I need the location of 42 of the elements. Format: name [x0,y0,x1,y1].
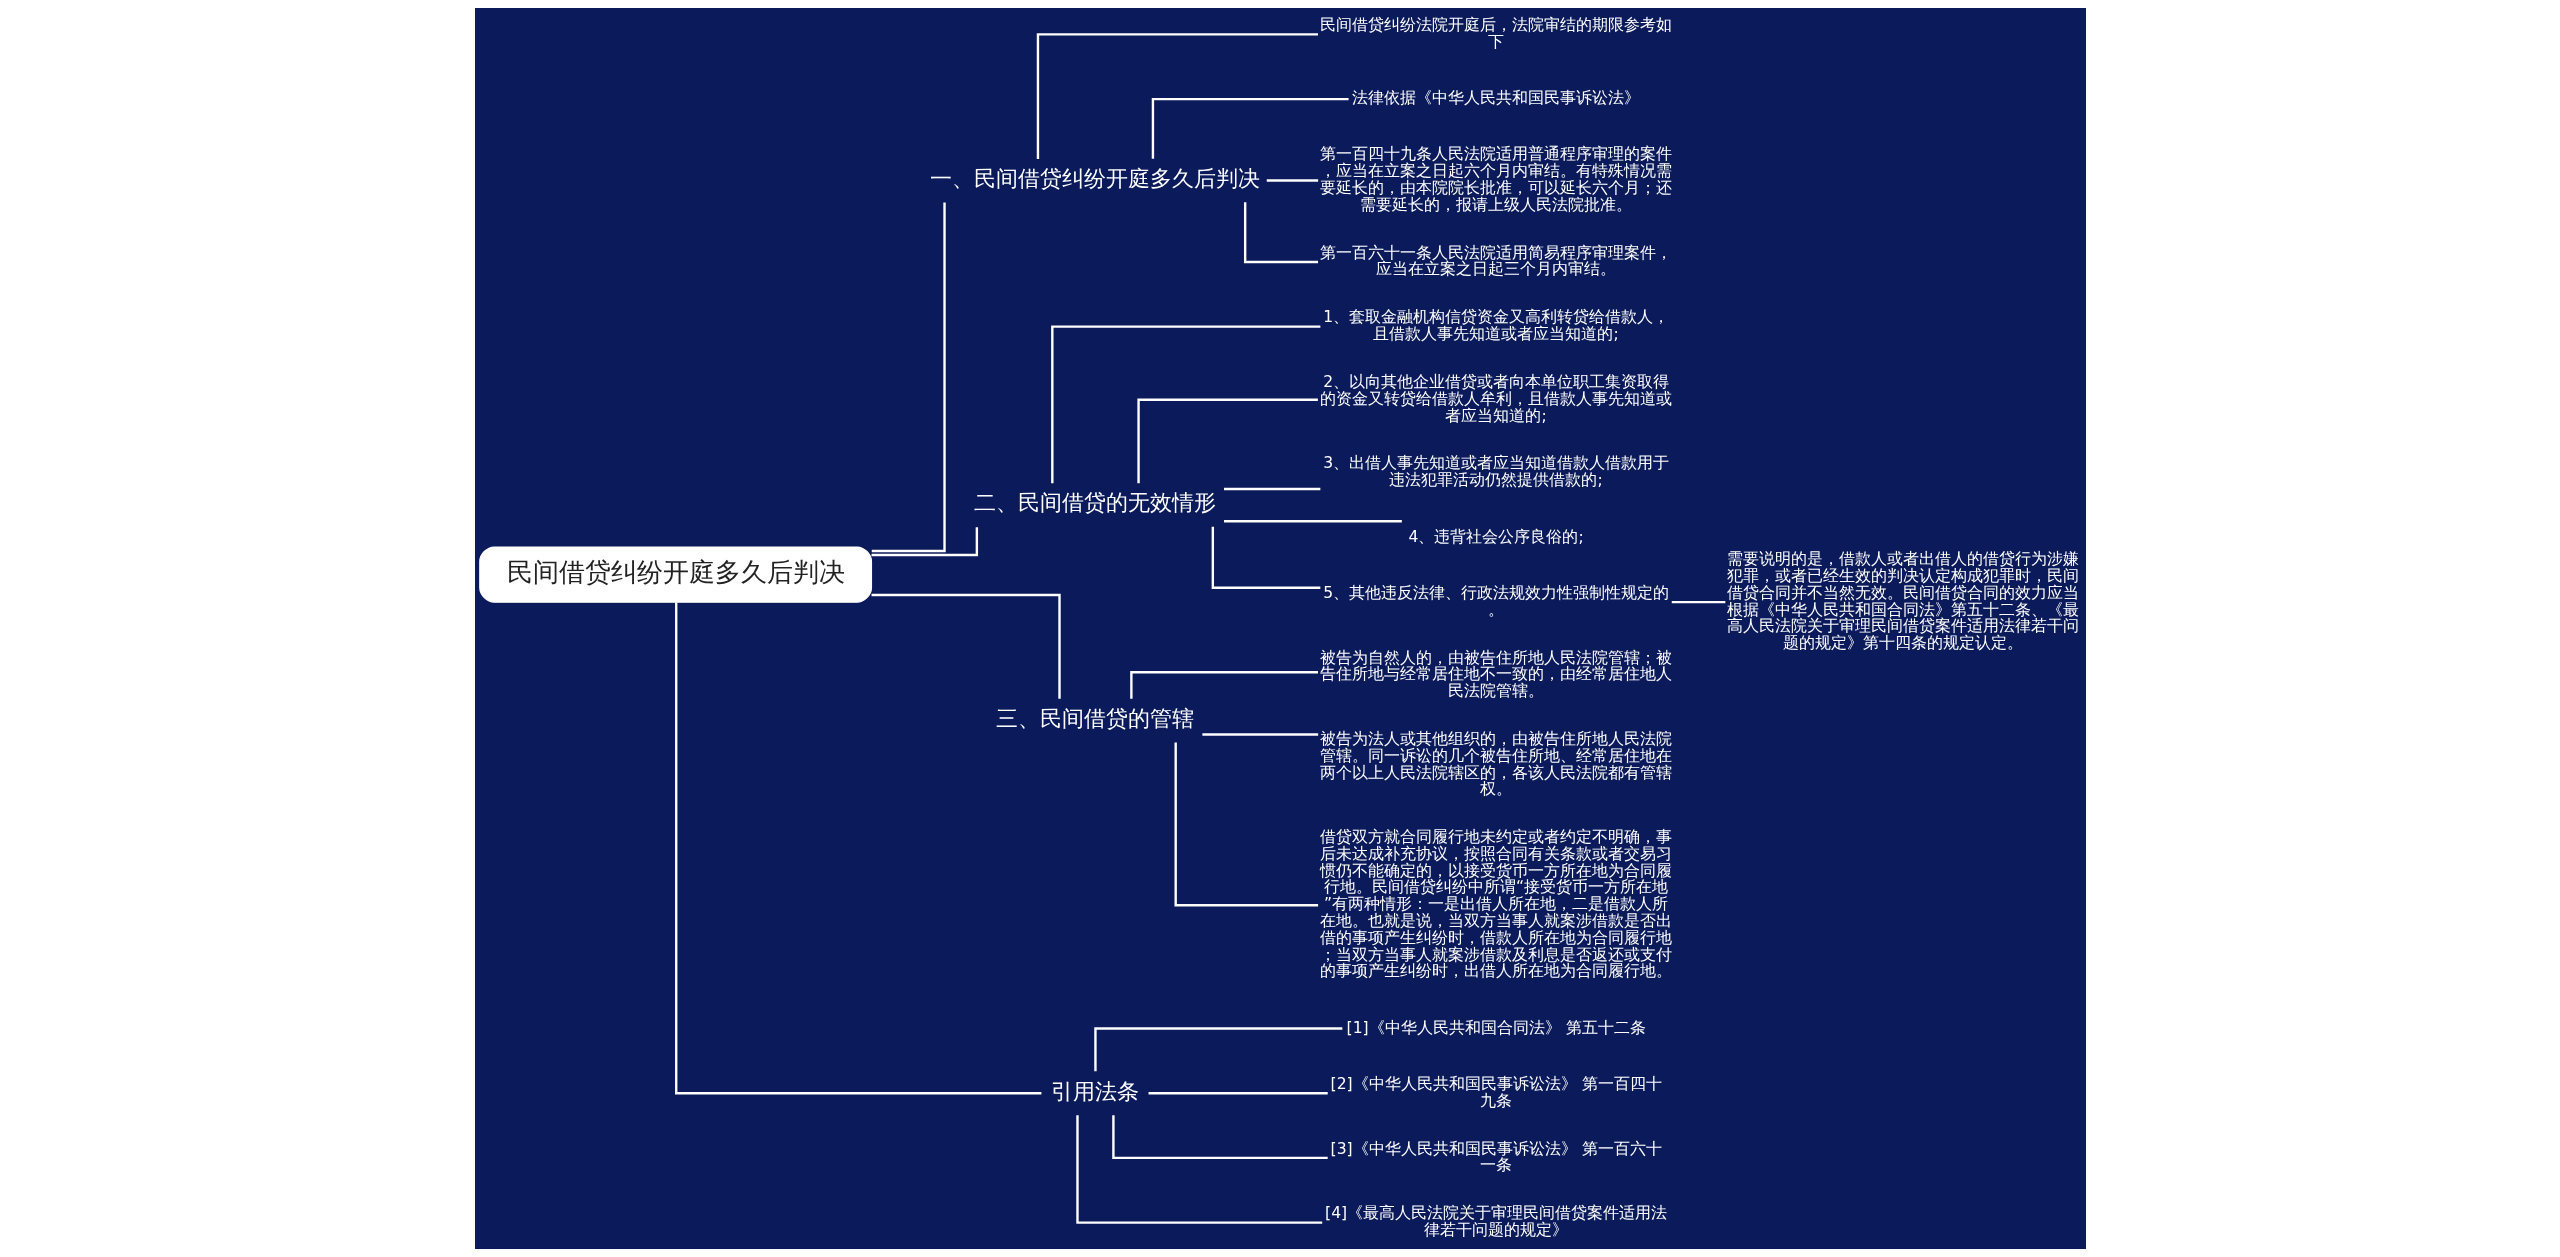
node-text: 三、民间借贷的管辖 [995,706,1194,731]
node-text: 借贷双方就合同履行地未约定或者约定不明确，事后未达成补充协议，按照合同有关条款或者交易习惯仍不能确定的，以接受货币一方所在地为合同履行地。民间借贷纠纷中所谓“接受货币一方所在地”有两种情形：一是出借人所在地，二是借款人所在地。也就是说，当双方当事人就案涉借款是否出借的事项产生纠纷时，借款人所在地为合同履行地；当双方当事人就案涉借款及利息是否返还或支付的事项产生纠纷时，出借人所在地为合同履行地。 [1319,828,1672,981]
connector [1151,97,1349,159]
node-text: 2、以向其他企业借贷或者向本单位职工集资取得的资金又转贷给借款人牟利，且借款人事先知道或者应当知道的; [1319,373,1672,425]
connector [1093,1027,1342,1072]
node-text: 1、套取金融机构信贷资金又高利转贷给借款人，且借款人事先知道或者应当知道的; [1322,308,1669,344]
connector [1671,600,1725,604]
node-text: [1]《中华人民共和国合同法》 第五十二条 [1346,1018,1646,1037]
node-text: 被告为自然人的，由被告住所地人民法院管辖；被告住所地与经常居住地不一致的，由经常居住地人民法院管辖。 [1319,648,1672,701]
node-text: [4]《最高人民法院关于审理民间借贷案件适用法律若干问题的规定》 [1324,1204,1667,1240]
connector [1201,733,1318,736]
connector [1266,179,1318,182]
node-text: 第一百四十九条人民法院适用普通程序审理的案件，应当在立案之日起六个月内审结。有特殊情况需要延长的，由本院院长批准，可以延长六个月；还需要延长的，报请上级人民法院批准。 [1319,145,1672,214]
node-text: 被告为法人或其他组织的，由被告住所地人民法院管辖。同一诉讼的几个被告住所地、经常居住地在两个以上人民法院辖区的，各该人民法院都有管辖权。 [1319,729,1672,799]
connector [1136,398,1318,484]
connector [1243,202,1318,264]
connector [1050,325,1320,484]
connector [1148,1092,1328,1095]
node-text: 4、违背社会公序良俗的; [1408,527,1584,546]
connector [871,593,1061,699]
node-text: 3、出借人事先知道或者应当知道借款人借款用于违法犯罪活动仍然提供借款的; [1322,454,1669,490]
node-box: 民间借贷纠纷开庭多久后判决 [478,546,872,603]
connector [1223,487,1320,491]
connector [674,602,1041,1095]
node-text: [3]《中华人民共和国民事诉讼法》 第一百六十一条 [1330,1139,1662,1175]
node-text: [2]《中华人民共和国民事诉讼法》 第一百四十九条 [1330,1074,1662,1110]
node-text: 5、其他违反法律、行政法规效力性强制性规定的。 [1322,583,1669,619]
connector [1211,526,1320,589]
connector [1174,742,1318,907]
connector [1036,33,1318,159]
node-text: 一、民间借贷纠纷开庭多久后判决 [929,165,1260,191]
connector [871,202,946,553]
connector [1223,520,1402,523]
node-text: 民间借贷纠纷法院开庭后，法院审结的期限参考如下 [1319,16,1672,51]
connector [871,527,978,557]
node-text: 第一百六十一条人民法院适用简易程序审理案件，应当在立案之日起三个月内审结。 [1319,243,1672,279]
node-text: 引用法条 [1050,1078,1139,1104]
node-text: 需要说明的是，借款人或者出借人的借贷行为涉嫌犯罪，或者已经生效的判决认定构成犯罪时，民间借贷合同并不当然无效。民间借贷合同的效力应当根据《中华人民共和国合同法》第五十二条、《最高人民法院关于审理民间借贷案件适用法律若干问题的规定》第十四条的规定认定。 [1726,550,2079,653]
connector [1075,1115,1322,1224]
node-text: 二、民间借贷的无效情形 [973,490,1216,516]
connector [1111,1115,1328,1160]
node-text: 法律依据《中华人民共和国民事诉讼法》 [1351,89,1640,108]
